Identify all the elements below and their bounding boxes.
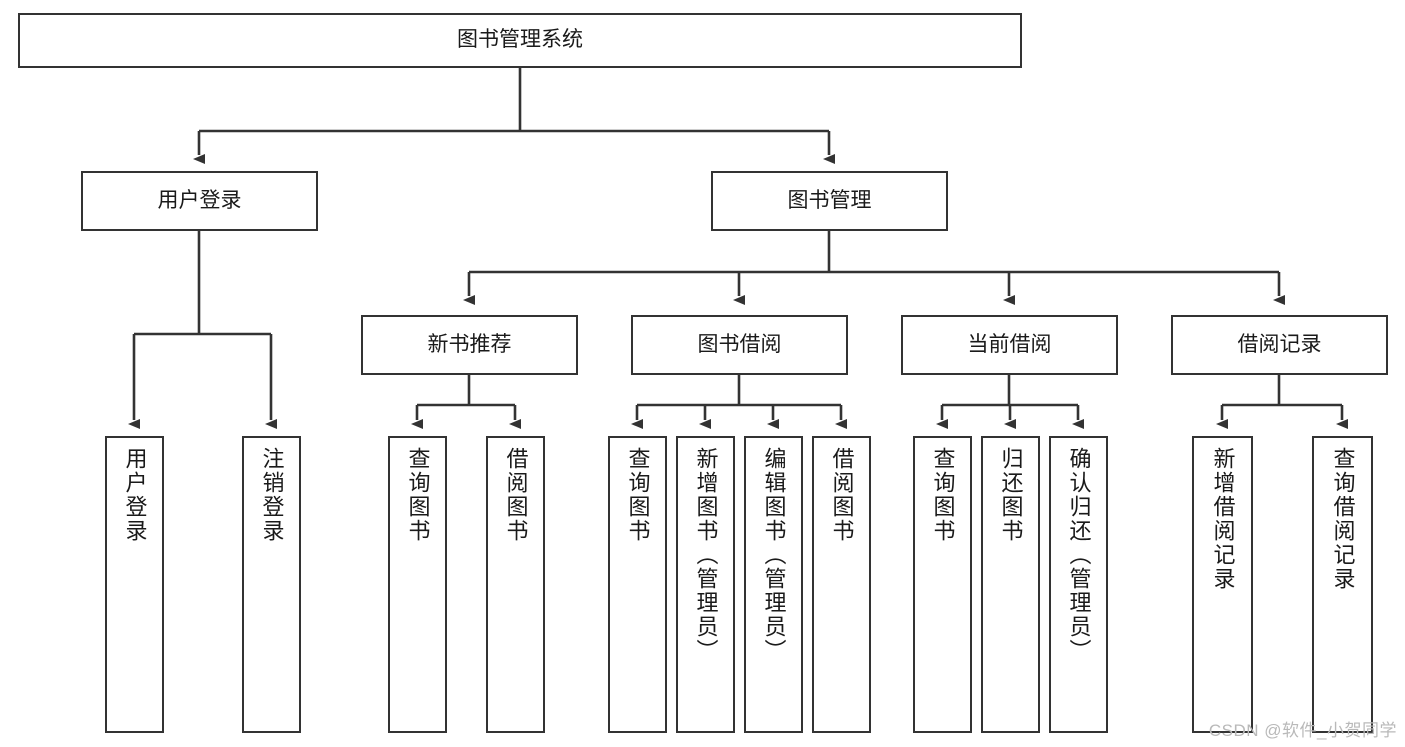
node-label: 编辑图书（管理员）: [761, 447, 787, 663]
node-leaf-query-book-2[interactable]: 查询图书: [608, 436, 667, 733]
node-current-borrow[interactable]: 当前借阅: [901, 315, 1118, 375]
node-label: 图书管理系统: [457, 28, 583, 52]
node-book-management[interactable]: 图书管理: [711, 171, 948, 231]
node-label: 新增图书（管理员）: [693, 447, 719, 663]
node-label: 新书推荐: [427, 332, 512, 356]
node-label: 用户登录: [122, 447, 148, 543]
node-label: 借阅图书: [503, 447, 529, 543]
node-label: 新增借阅记录: [1210, 447, 1236, 591]
node-leaf-add-record[interactable]: 新增借阅记录: [1192, 436, 1253, 733]
node-leaf-borrow-book-2[interactable]: 借阅图书: [812, 436, 871, 733]
node-book-borrow[interactable]: 图书借阅: [631, 315, 848, 375]
node-label: 用户登录: [157, 188, 242, 212]
node-label: 借阅记录: [1237, 332, 1322, 356]
node-borrow-record[interactable]: 借阅记录: [1171, 315, 1388, 375]
node-label: 确认归还（管理员）: [1066, 447, 1092, 663]
node-label: 查询图书: [930, 447, 956, 543]
node-leaf-query-record[interactable]: 查询借阅记录: [1312, 436, 1373, 733]
node-label: 当前借阅: [967, 332, 1052, 356]
node-label: 归还图书: [998, 447, 1024, 543]
node-leaf-add-book[interactable]: 新增图书（管理员）: [676, 436, 735, 733]
node-label: 查询图书: [405, 447, 431, 543]
node-label: 注销登录: [259, 447, 285, 543]
node-label: 查询图书: [625, 447, 651, 543]
node-leaf-user-login[interactable]: 用户登录: [105, 436, 164, 733]
node-root-system[interactable]: 图书管理系统: [18, 13, 1022, 68]
node-leaf-return-book[interactable]: 归还图书: [981, 436, 1040, 733]
node-new-book-recommend[interactable]: 新书推荐: [361, 315, 578, 375]
node-user-login[interactable]: 用户登录: [81, 171, 318, 231]
node-label: 图书管理: [787, 188, 872, 212]
node-leaf-borrow-book-1[interactable]: 借阅图书: [486, 436, 545, 733]
watermark-text: CSDN @软件_小贺同学: [1208, 721, 1397, 740]
node-leaf-query-book-1[interactable]: 查询图书: [388, 436, 447, 733]
node-label: 借阅图书: [829, 447, 855, 543]
node-leaf-edit-book[interactable]: 编辑图书（管理员）: [744, 436, 803, 733]
node-label: 查询借阅记录: [1330, 447, 1356, 591]
node-leaf-confirm-return[interactable]: 确认归还（管理员）: [1049, 436, 1108, 733]
node-leaf-query-book-3[interactable]: 查询图书: [913, 436, 972, 733]
node-leaf-logout[interactable]: 注销登录: [242, 436, 301, 733]
node-label: 图书借阅: [697, 332, 782, 356]
